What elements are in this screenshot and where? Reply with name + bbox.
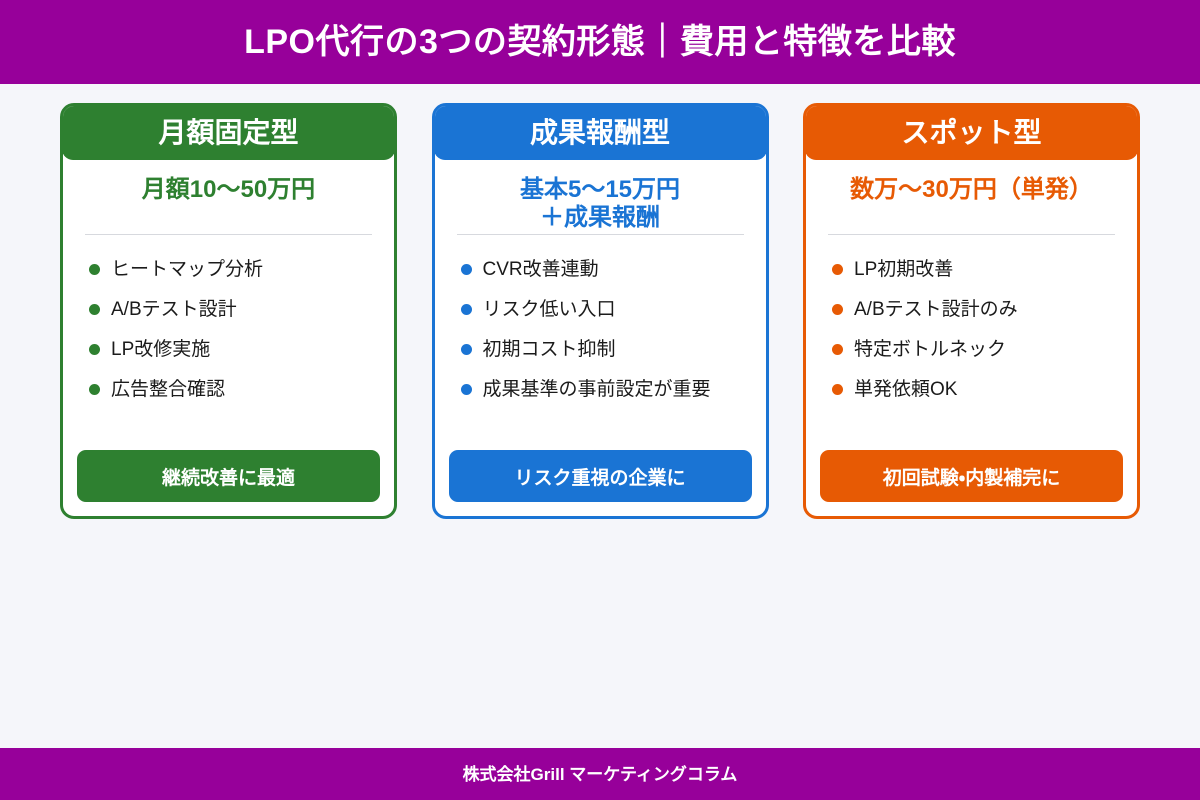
plan-price: 月額10〜50万円 <box>63 160 394 234</box>
feature-label: 成果基準の事前設定が重要 <box>482 378 711 400</box>
plan-feature-list: CVR改善連動 リスク低い入口 初期コスト抑制 成果基準の事前設定が重要 <box>435 235 766 450</box>
plan-summary-badge[interactable]: 初回試験・内製補完に <box>820 450 1123 502</box>
card-divider <box>456 234 744 235</box>
plan-card-spot[interactable]: スポット型 数万〜30万円（単発） LP初期改善 A/Bテスト設計のみ 特定ボト… <box>803 103 1140 519</box>
bullet-dot-icon <box>460 263 472 275</box>
plan-title: スポット型 <box>901 116 1042 148</box>
comparison-cards: 月額固定型 月額10〜50万円 ヒートマップ分析 A/Bテスト設計 LP改修実施… <box>60 103 1140 519</box>
feature-label: A/Bテスト設計 <box>111 298 237 320</box>
bullet-dot-icon <box>89 303 100 315</box>
plan-price-line-2: ＋成果報酬 <box>540 204 660 232</box>
footer-bar: 株式会社Grill マーケティングコラム <box>0 748 1200 800</box>
plan-price: 数万〜30万円（単発） <box>806 160 1137 234</box>
list-item: A/Bテスト設計 <box>89 289 394 329</box>
plan-title: 成果報酬型 <box>529 116 670 148</box>
footer-credit: 株式会社Grill マーケティングコラム <box>462 764 738 784</box>
bullet-dot-icon <box>832 383 843 395</box>
feature-label: 初期コスト抑制 <box>482 338 616 360</box>
feature-label: LP初期改善 <box>854 258 954 280</box>
plan-price-line-1: 数万〜30万円（単発） <box>850 176 1093 203</box>
plan-price-line-1: 月額10〜50万円 <box>141 176 316 203</box>
bullet-dot-icon <box>460 383 472 395</box>
plan-card-performance-based[interactable]: 成果報酬型 基本5〜15万円 ＋成果報酬 CVR改善連動 リスク低い入口 初期コ… <box>431 103 769 519</box>
list-item: 初期コスト抑制 <box>460 329 766 369</box>
list-item: 広告整合確認 <box>89 369 394 409</box>
bullet-dot-icon <box>89 343 100 355</box>
card-divider <box>85 234 372 235</box>
plan-summary-badge[interactable]: リスク重視の企業に <box>448 450 752 502</box>
plan-card-header: 成果報酬型 <box>434 106 766 160</box>
feature-label: 広告整合確認 <box>111 378 226 400</box>
list-item: ヒートマップ分析 <box>89 249 394 289</box>
list-item: 単発依頼OK <box>832 369 1137 409</box>
bullet-dot-icon <box>89 263 100 275</box>
bullet-dot-icon <box>832 263 843 275</box>
list-item: LP初期改善 <box>832 249 1137 289</box>
feature-label: CVR改善連動 <box>482 258 599 280</box>
page-title: LPO代行の3つの契約形態｜費用と特徴を比較 <box>244 23 956 61</box>
bullet-dot-icon <box>832 343 843 355</box>
bullet-dot-icon <box>460 343 472 355</box>
feature-label: LP改修実施 <box>111 338 211 360</box>
bullet-dot-icon <box>460 303 472 315</box>
feature-label: リスク低い入口 <box>482 298 616 320</box>
feature-label: ヒートマップ分析 <box>111 258 264 280</box>
plan-card-monthly-fixed[interactable]: 月額固定型 月額10〜50万円 ヒートマップ分析 A/Bテスト設計 LP改修実施… <box>60 103 397 519</box>
list-item: 特定ボトルネック <box>832 329 1137 369</box>
feature-label: 特定ボトルネック <box>854 338 1007 360</box>
plan-price: 基本5〜15万円 ＋成果報酬 <box>435 160 766 234</box>
list-item: 成果基準の事前設定が重要 <box>460 369 766 409</box>
list-item: リスク低い入口 <box>460 289 766 329</box>
card-divider <box>828 234 1115 235</box>
header-bar: LPO代行の3つの契約形態｜費用と特徴を比較 <box>0 0 1200 84</box>
plan-feature-list: LP初期改善 A/Bテスト設計のみ 特定ボトルネック 単発依頼OK <box>806 235 1137 450</box>
plan-summary-badge[interactable]: 継続改善に最適 <box>77 450 380 502</box>
plan-feature-list: ヒートマップ分析 A/Bテスト設計 LP改修実施 広告整合確認 <box>63 235 394 450</box>
plan-card-header: 月額固定型 <box>63 106 394 160</box>
list-item: LP改修実施 <box>89 329 394 369</box>
list-item: A/Bテスト設計のみ <box>832 289 1137 329</box>
feature-label: 単発依頼OK <box>854 378 958 400</box>
list-item: CVR改善連動 <box>460 249 766 289</box>
plan-card-header: スポット型 <box>806 106 1137 160</box>
plan-price-line-1: 基本5〜15万円 <box>519 176 681 203</box>
bullet-dot-icon <box>832 303 843 315</box>
feature-label: A/Bテスト設計のみ <box>854 298 1018 320</box>
bullet-dot-icon <box>89 383 100 395</box>
plan-title: 月額固定型 <box>158 116 299 148</box>
